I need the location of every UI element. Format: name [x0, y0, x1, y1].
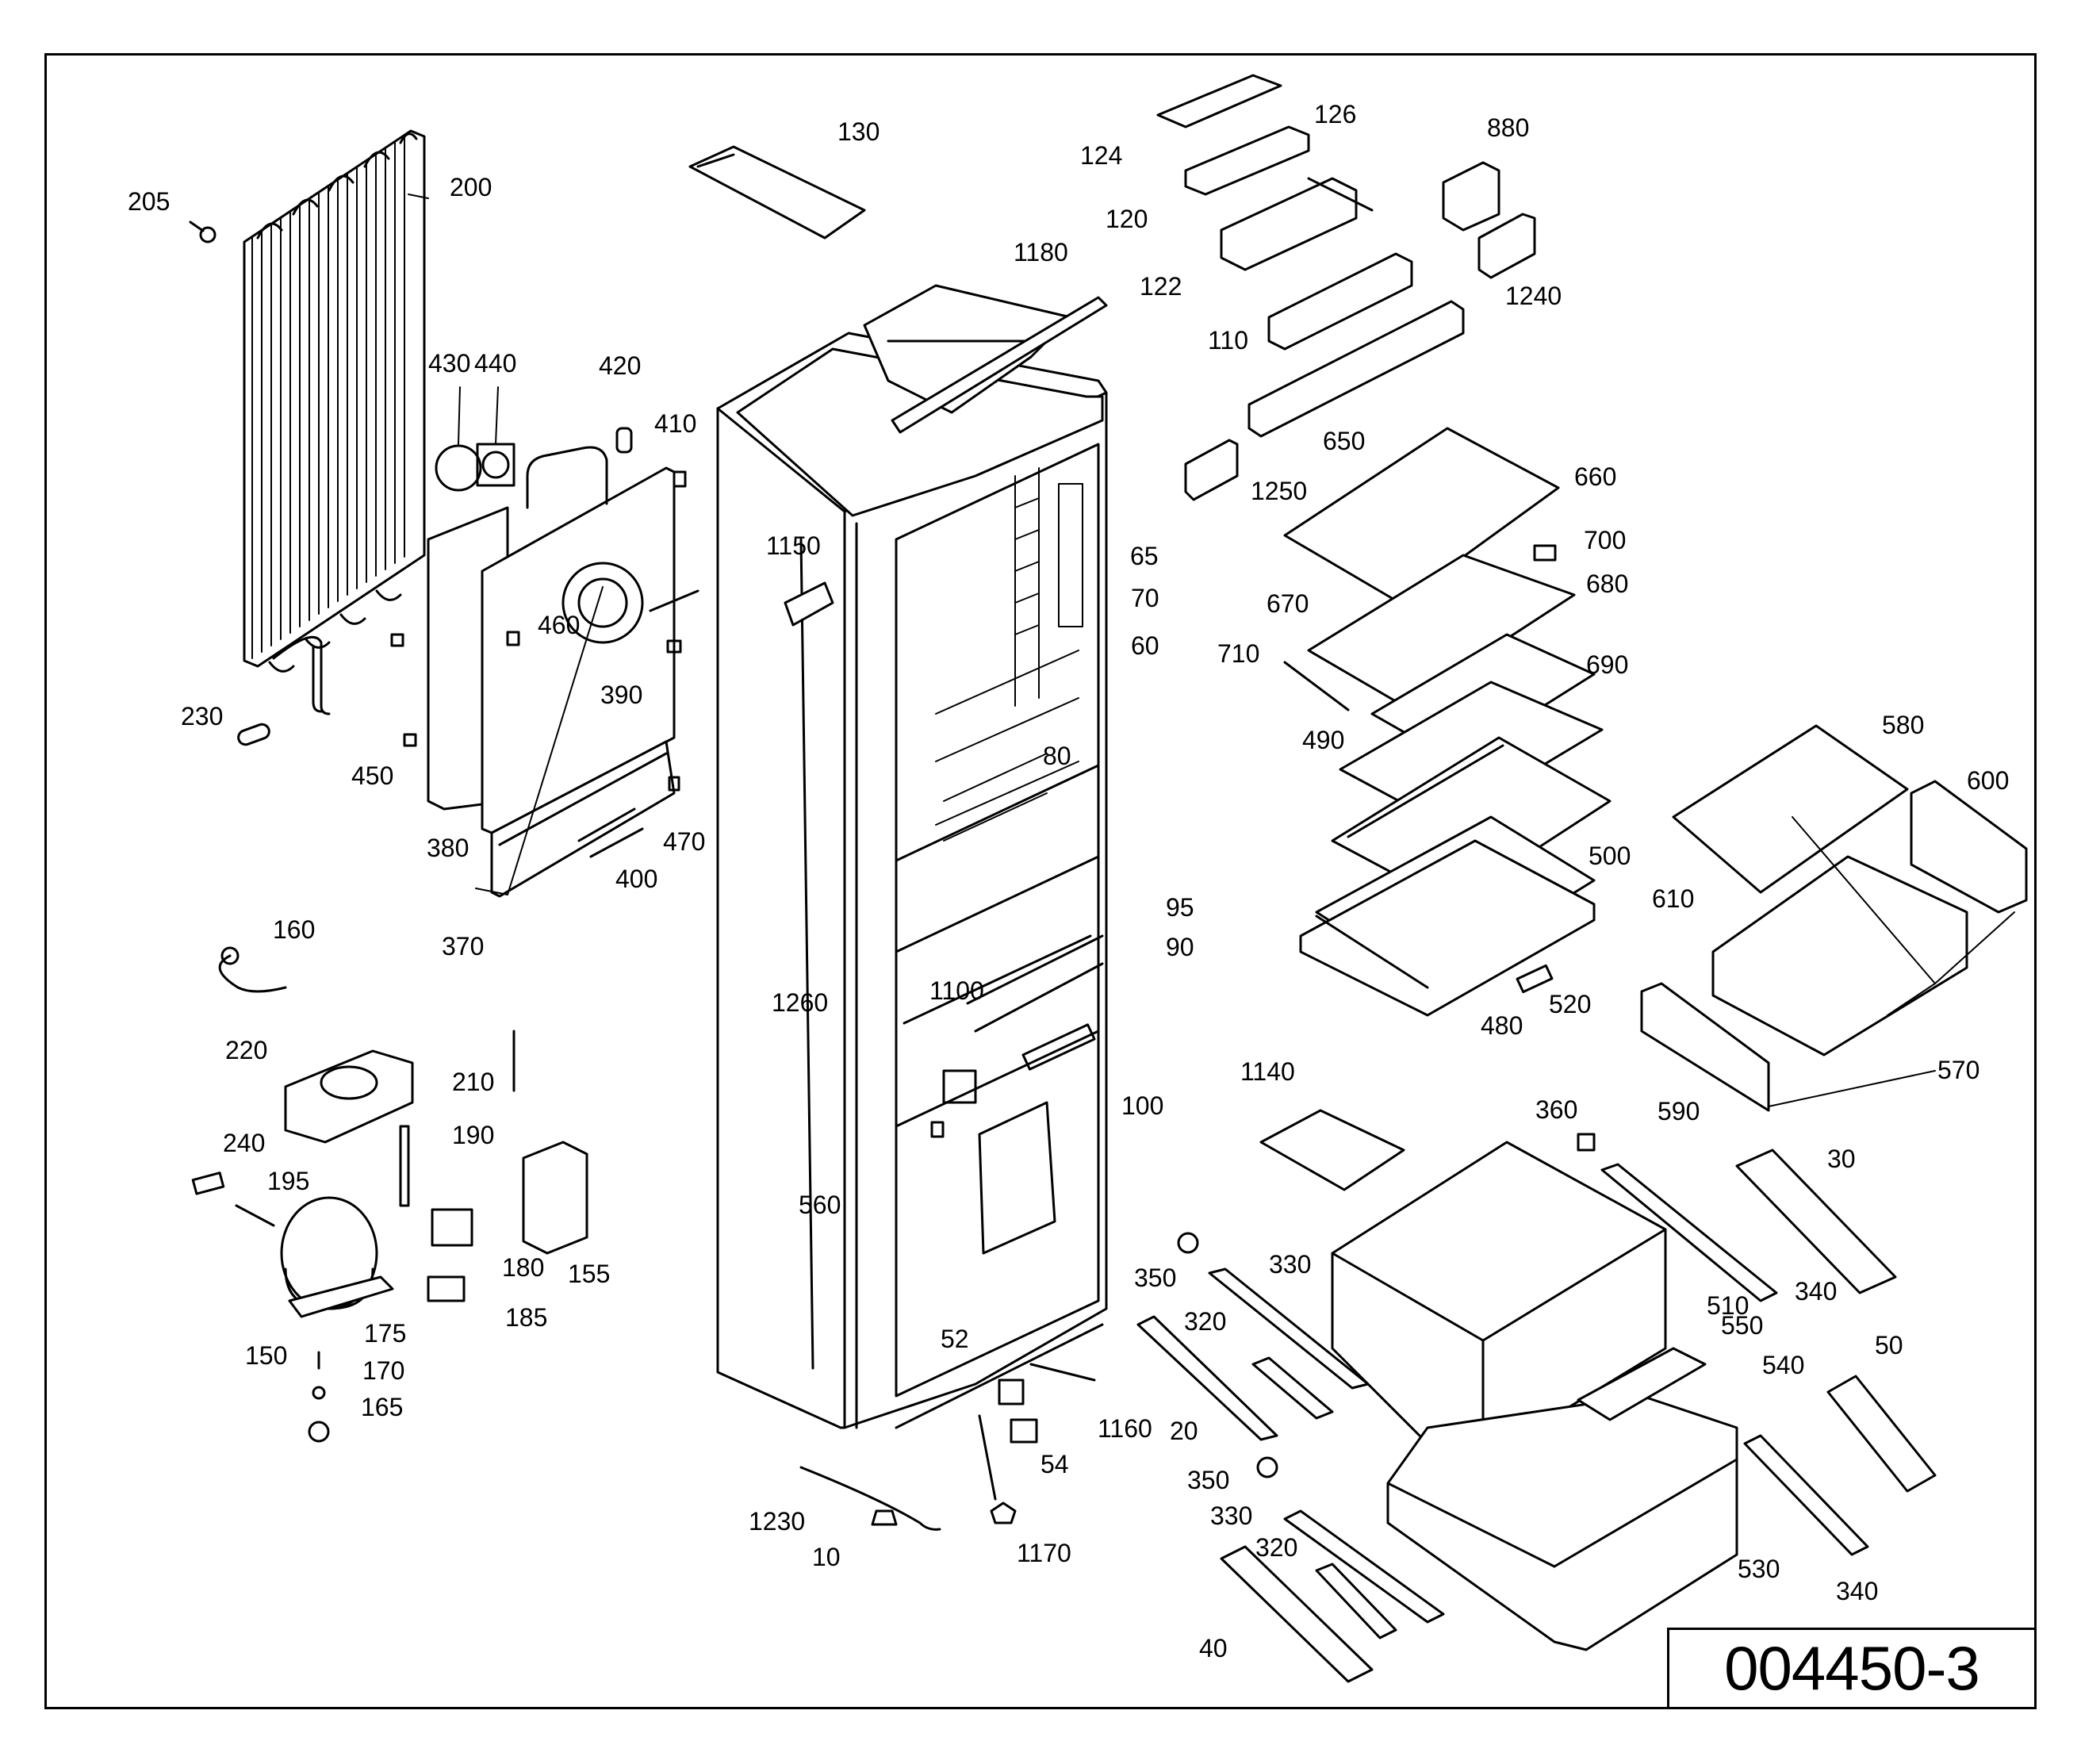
- drawing-number: 004450-3: [1724, 1633, 1980, 1703]
- callout-80: 80: [1043, 742, 1071, 770]
- callout-1150: 1150: [766, 531, 821, 560]
- callout-370: 370: [442, 932, 485, 961]
- callout-520: 520: [1549, 990, 1592, 1018]
- callout-20: 20: [1170, 1417, 1198, 1445]
- callout-100: 100: [1121, 1091, 1164, 1120]
- callout-155: 155: [568, 1260, 611, 1288]
- callout-500: 500: [1589, 842, 1631, 870]
- callout-360: 360: [1535, 1095, 1578, 1124]
- callout-195: 195: [267, 1167, 310, 1195]
- screw-205-drawing: [189, 220, 217, 244]
- compressor-drawing: [280, 1196, 394, 1318]
- callout-350-lower: 350: [1187, 1466, 1230, 1494]
- callout-30: 30: [1827, 1145, 1856, 1173]
- callout-470: 470: [663, 827, 706, 856]
- callout-540: 540: [1762, 1351, 1805, 1379]
- callout-530: 530: [1738, 1555, 1780, 1583]
- callout-54: 54: [1040, 1450, 1069, 1478]
- callout-490: 490: [1302, 726, 1345, 754]
- callout-650: 650: [1323, 427, 1366, 455]
- callout-670: 670: [1267, 589, 1309, 618]
- callout-340-upper: 340: [1795, 1277, 1838, 1306]
- callout-390: 390: [600, 681, 643, 709]
- callout-220: 220: [225, 1036, 268, 1064]
- callout-70: 70: [1131, 584, 1159, 612]
- callout-1180: 1180: [1014, 238, 1068, 267]
- callout-200: 200: [450, 173, 492, 201]
- condenser-drawing: [243, 129, 426, 715]
- callout-580: 580: [1882, 711, 1925, 739]
- callout-160: 160: [273, 915, 316, 944]
- callout-710: 710: [1217, 639, 1260, 668]
- callout-60: 60: [1131, 631, 1159, 660]
- callout-122: 122: [1140, 272, 1182, 301]
- callout-410: 410: [654, 409, 697, 438]
- callout-65: 65: [1130, 542, 1159, 570]
- callout-124: 124: [1080, 141, 1123, 170]
- callout-550: 550: [1721, 1311, 1764, 1340]
- callout-320-lower: 320: [1255, 1533, 1298, 1562]
- callout-205: 205: [128, 187, 171, 216]
- callout-590: 590: [1658, 1097, 1700, 1126]
- callout-52: 52: [941, 1325, 969, 1353]
- callout-660: 660: [1574, 462, 1617, 491]
- callout-40: 40: [1199, 1634, 1228, 1662]
- callout-190: 190: [452, 1121, 495, 1149]
- callout-210: 210: [452, 1068, 495, 1096]
- callout-165: 165: [361, 1393, 404, 1421]
- callout-1160: 1160: [1098, 1414, 1152, 1443]
- callout-340-lower: 340: [1836, 1577, 1879, 1605]
- callout-130: 130: [837, 117, 880, 146]
- callout-460: 460: [538, 611, 581, 639]
- callout-480: 480: [1481, 1011, 1523, 1040]
- callout-126: 126: [1314, 100, 1357, 128]
- callout-380: 380: [427, 834, 469, 862]
- callout-1140: 1140: [1240, 1057, 1295, 1086]
- callout-450: 450: [351, 761, 394, 790]
- cabinet-drawing: [716, 284, 1108, 1444]
- callout-240: 240: [223, 1129, 266, 1157]
- drawing-number-box: 004450-3: [1667, 1628, 2034, 1707]
- callout-350-upper: 350: [1134, 1264, 1177, 1292]
- callout-185: 185: [505, 1303, 548, 1332]
- callout-110: 110: [1208, 326, 1249, 355]
- callout-330-upper: 330: [1269, 1250, 1312, 1279]
- callout-400: 400: [615, 865, 658, 893]
- callout-95: 95: [1166, 893, 1194, 922]
- callout-120: 120: [1106, 205, 1148, 233]
- drawing-frame: [44, 53, 2037, 1709]
- callout-1230: 1230: [749, 1507, 806, 1536]
- callout-570: 570: [1937, 1056, 1980, 1084]
- callout-420: 420: [599, 351, 642, 380]
- callout-180: 180: [502, 1253, 545, 1282]
- callout-1250: 1250: [1251, 477, 1308, 505]
- callout-320-upper: 320: [1184, 1307, 1227, 1336]
- callout-1240: 1240: [1505, 282, 1562, 310]
- callout-690: 690: [1586, 650, 1629, 679]
- callout-600: 600: [1967, 766, 2010, 795]
- callout-10: 10: [812, 1543, 841, 1571]
- callout-430: 430: [428, 349, 471, 378]
- callout-230: 230: [181, 702, 224, 731]
- callout-90: 90: [1166, 933, 1194, 961]
- callout-1170: 1170: [1017, 1539, 1071, 1567]
- callout-560: 560: [799, 1191, 841, 1219]
- callout-330-lower: 330: [1210, 1501, 1253, 1530]
- callout-50: 50: [1875, 1331, 1903, 1359]
- callout-610: 610: [1652, 884, 1695, 913]
- callout-510: 510: [1707, 1291, 1749, 1320]
- callout-700: 700: [1584, 526, 1627, 554]
- callout-170: 170: [362, 1356, 405, 1385]
- callout-880: 880: [1487, 113, 1530, 142]
- callout-680: 680: [1586, 569, 1629, 598]
- evaporator-cover-drawing: [427, 446, 676, 898]
- callout-150: 150: [245, 1341, 288, 1370]
- callout-175: 175: [364, 1319, 407, 1348]
- callout-1260: 1260: [772, 988, 829, 1017]
- callout-440: 440: [474, 349, 517, 378]
- callout-1100: 1100: [929, 976, 984, 1005]
